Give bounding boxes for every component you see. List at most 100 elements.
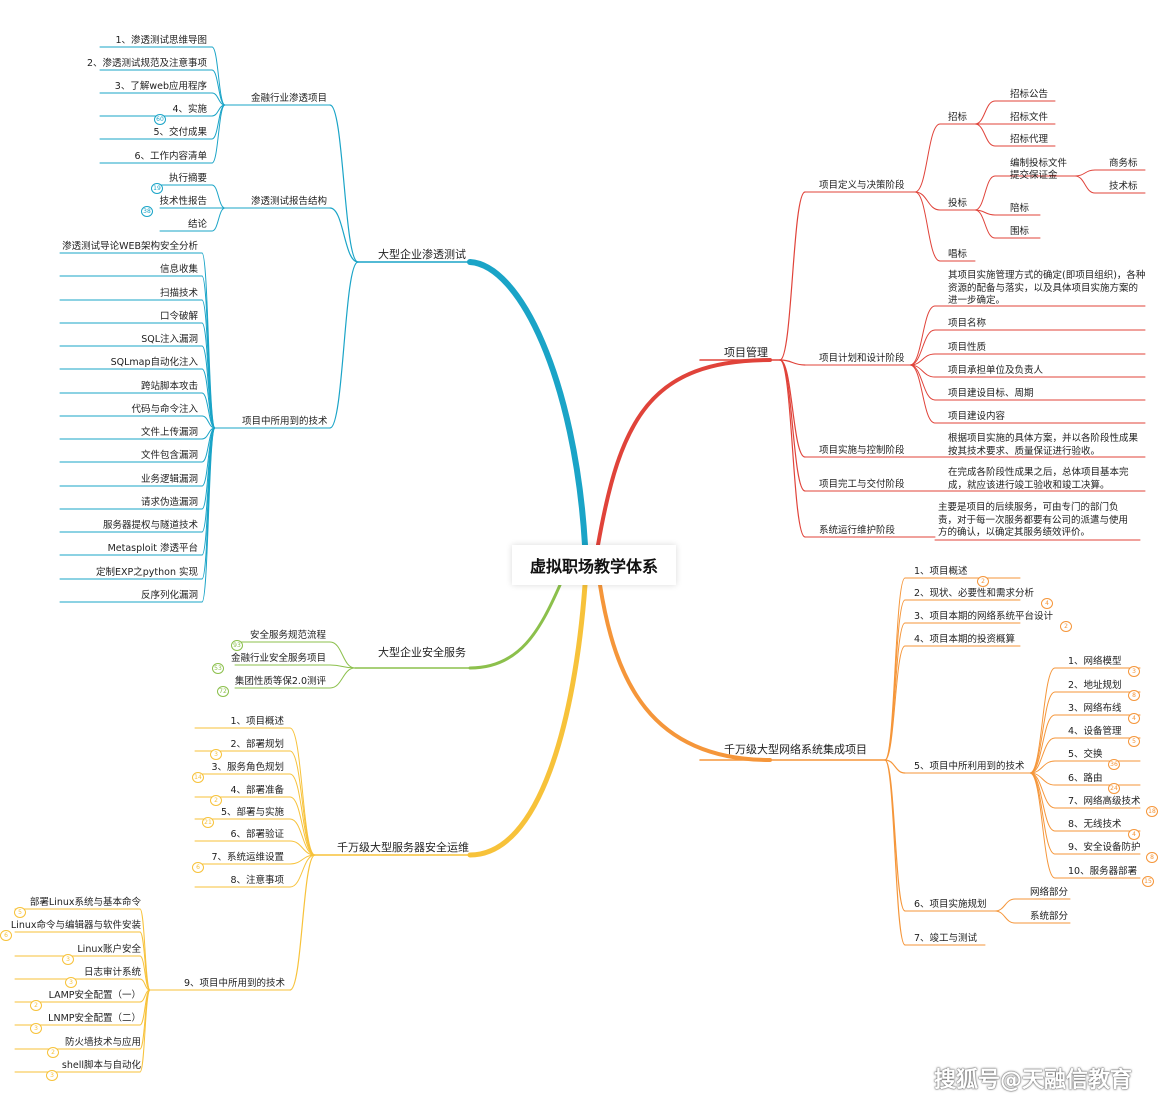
connector-line: [211, 92, 226, 106]
branch-server-ops[interactable]: 千万级大型服务器安全运维: [337, 841, 469, 854]
list-item[interactable]: 防火墙技术与应用: [64, 1037, 141, 1048]
list-item[interactable]: shell脚本与自动化: [61, 1060, 141, 1071]
list-item[interactable]: 1、项目概述: [914, 566, 968, 577]
list-item[interactable]: 技术性报告: [159, 196, 207, 207]
list-item[interactable]: 1、网络模型: [1068, 656, 1122, 667]
list-item[interactable]: 5、交付成果: [153, 127, 207, 138]
list-item[interactable]: 4、项目本期的投资概算: [914, 634, 1016, 645]
list-item[interactable]: 扫描技术: [159, 288, 198, 299]
list-item[interactable]: 日志审计系统: [83, 967, 141, 978]
list-item[interactable]: 2、地址规划: [1068, 680, 1122, 691]
list-item[interactable]: 渗透测试导论WEB架构安全分析: [62, 241, 198, 252]
list-item[interactable]: 1、项目概述: [230, 716, 284, 727]
list-item[interactable]: 3、服务角色规划: [211, 762, 284, 773]
list-item[interactable]: 技术标: [1109, 181, 1138, 192]
branch-project-management[interactable]: 项目管理: [724, 346, 768, 359]
list-item[interactable]: 5、部署与实施: [220, 807, 284, 818]
list-item[interactable]: 4、设备管理: [1068, 726, 1122, 737]
list-item[interactable]: 3、了解web应用程序: [114, 81, 207, 92]
node-bid[interactable]: 投标: [948, 198, 968, 209]
list-item[interactable]: 8、注意事项: [230, 875, 284, 886]
connector-line: [1029, 772, 1056, 855]
list-item[interactable]: 项目性质: [948, 342, 987, 353]
branch-network-integration[interactable]: 千万级大型网络系统集成项目: [724, 743, 867, 756]
list-item[interactable]: LNMP安全配置（二）: [48, 1013, 141, 1024]
list-item[interactable]: LAMP安全配置（一）: [48, 990, 141, 1001]
list-item[interactable]: 定制EXP之python 实现: [96, 567, 198, 578]
list-item[interactable]: 项目承担单位及负责人: [948, 365, 1044, 376]
list-item[interactable]: 请求伪造漏洞: [140, 497, 198, 508]
list-item[interactable]: 2、现状、必要性和需求分析: [914, 588, 1035, 599]
group-ops-tech[interactable]: 9、项目中所用到的技术: [184, 978, 286, 989]
central-topic[interactable]: 虚拟职场教学体系: [512, 545, 676, 585]
list-item[interactable]: 项目建设内容: [948, 411, 1006, 422]
list-item[interactable]: 金融行业安全服务项目: [230, 653, 326, 664]
list-item[interactable]: 系统部分: [1030, 911, 1069, 922]
list-item[interactable]: 反序列化漏洞: [140, 590, 198, 601]
list-item[interactable]: 3、项目本期的网络系统平台设计: [914, 611, 1054, 622]
list-item[interactable]: 7、竣工与测试: [914, 933, 978, 944]
list-item[interactable]: 信息收集: [159, 264, 198, 275]
group-implementation-plan[interactable]: 6、项目实施规划: [914, 899, 987, 910]
list-item[interactable]: 9、安全设备防护: [1068, 842, 1141, 853]
list-item[interactable]: 10、服务器部署: [1068, 866, 1138, 877]
stage-implementation-control[interactable]: 项目实施与控制阶段: [819, 445, 905, 456]
list-item[interactable]: 网络部分: [1030, 887, 1069, 898]
list-item[interactable]: 项目名称: [948, 318, 987, 329]
list-item[interactable]: 6、部署验证: [230, 829, 284, 840]
list-item[interactable]: 集团性质等保2.0测评: [234, 676, 326, 687]
list-item[interactable]: 围标: [1010, 226, 1030, 237]
list-item[interactable]: 陪标: [1010, 203, 1030, 214]
list-item[interactable]: SQLmap自动化注入: [110, 357, 198, 368]
group-finance-pentest[interactable]: 金融行业渗透项目: [251, 93, 328, 104]
node-tender[interactable]: 招标: [948, 112, 968, 123]
list-item[interactable]: 商务标: [1109, 158, 1138, 169]
list-item[interactable]: 7、系统运维设置: [211, 852, 284, 863]
list-item[interactable]: 5、交换: [1068, 749, 1103, 760]
list-item[interactable]: 招标公告: [1010, 89, 1049, 100]
list-item[interactable]: 文件上传漏洞: [140, 427, 198, 438]
list-item[interactable]: 招标代理: [1010, 134, 1049, 145]
list-item[interactable]: Linux命令与编辑器与软件安装: [10, 920, 141, 931]
connector-line: [1074, 175, 1096, 194]
list-item[interactable]: 4、实施: [172, 104, 207, 115]
list-item[interactable]: 6、工作内容清单: [134, 151, 207, 162]
list-item[interactable]: 招标文件: [1010, 112, 1049, 123]
list-item[interactable]: 执行摘要: [168, 173, 207, 184]
list-item[interactable]: 文件包含漏洞: [140, 450, 198, 461]
list-item[interactable]: 8、无线技术: [1068, 819, 1122, 830]
list-item[interactable]: 结论: [187, 219, 207, 230]
stage-plan-design[interactable]: 项目计划和设计阶段: [819, 353, 905, 364]
stage-operation-maintenance[interactable]: 系统运行维护阶段: [819, 525, 896, 536]
group-pentest-tech[interactable]: 项目中所用到的技术: [242, 416, 328, 427]
group-report-structure[interactable]: 渗透测试报告结构: [251, 196, 328, 207]
list-item[interactable]: 4、部署准备: [230, 785, 284, 796]
connector-line: [468, 583, 562, 670]
list-item[interactable]: 2、部署规划: [230, 739, 284, 750]
list-item[interactable]: SQL注入漏洞: [141, 334, 198, 345]
list-item[interactable]: 2、渗透测试规范及注意事项: [86, 58, 207, 69]
list-item[interactable]: 业务逻辑漏洞: [140, 474, 198, 485]
list-item[interactable]: 安全服务规范流程: [249, 630, 326, 641]
branch-security-service[interactable]: 大型企业安全服务: [378, 646, 466, 659]
stage-definition-decision[interactable]: 项目定义与决策阶段: [819, 180, 905, 191]
branch-pentest[interactable]: 大型企业渗透测试: [378, 248, 466, 261]
list-item[interactable]: 服务器提权与隧道技术: [102, 520, 198, 531]
node-bid-opening[interactable]: 唱标: [948, 249, 968, 260]
list-item[interactable]: 项目建设目标、周期: [948, 388, 1034, 399]
list-item[interactable]: 编制投标文件: [1010, 158, 1068, 169]
list-item[interactable]: 1、渗透测试思维导图: [115, 35, 207, 46]
list-item[interactable]: 7、网络高级技术: [1068, 796, 1141, 807]
connector-line: [289, 750, 316, 856]
group-network-tech[interactable]: 5、项目中所利用到的技术: [914, 761, 1025, 772]
list-item[interactable]: Linux账户安全: [77, 944, 141, 955]
list-item[interactable]: 3、网络布线: [1068, 703, 1122, 714]
list-item[interactable]: 代码与命令注入: [131, 404, 198, 415]
list-item[interactable]: Metasploit 渗透平台: [107, 543, 198, 554]
list-item[interactable]: 6、路由: [1068, 773, 1103, 784]
list-item[interactable]: 口令破解: [159, 311, 198, 322]
stage-completion-delivery[interactable]: 项目完工与交付阶段: [819, 479, 905, 490]
list-item[interactable]: 部署Linux系统与基本命令: [29, 897, 141, 908]
list-item[interactable]: 跨站脚本攻击: [140, 381, 198, 392]
list-item[interactable]: 提交保证金: [1010, 170, 1058, 181]
